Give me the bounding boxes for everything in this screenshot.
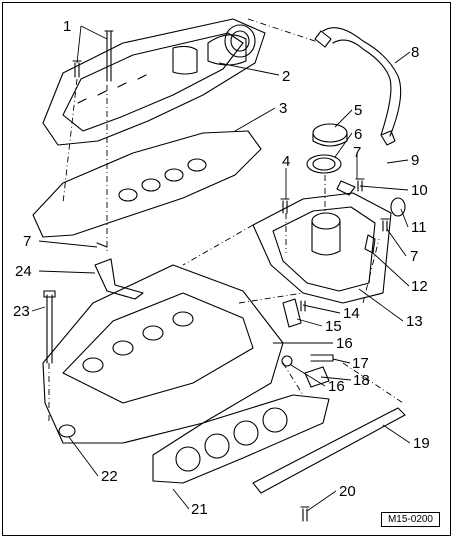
callout-17: 17: [352, 355, 369, 372]
callout-4: 4: [282, 153, 290, 170]
rail-19: [252, 407, 406, 494]
callout-7-top: 7: [353, 144, 361, 161]
callout-6: 6: [354, 126, 362, 143]
callout-16-lower: 16: [328, 378, 345, 395]
callout-8: 8: [411, 44, 419, 61]
callout-9: 9: [411, 152, 419, 169]
callout-12: 12: [411, 278, 428, 295]
callout-1: 1: [63, 18, 71, 35]
hose: [314, 27, 402, 146]
callout-10: 10: [411, 182, 428, 199]
bracket-24: [94, 258, 144, 300]
oil-filler-cap: [306, 123, 348, 174]
callout-7-right: 7: [410, 248, 418, 265]
callout-18: 18: [353, 372, 370, 389]
callout-24: 24: [15, 263, 32, 280]
leader-lines: [31, 25, 411, 512]
cylinder-head: [42, 264, 284, 444]
callout-3: 3: [279, 100, 287, 117]
bolt-23: [43, 290, 56, 364]
callout-5: 5: [354, 102, 362, 119]
callout-21: 21: [191, 501, 208, 518]
timing-cover: [252, 192, 392, 304]
callout-23: 23: [13, 303, 30, 320]
gasket: [32, 130, 262, 238]
callout-20: 20: [339, 483, 356, 500]
callout-22: 22: [101, 468, 118, 485]
head-gasket: [152, 394, 330, 484]
reference-code: M15-0200: [380, 512, 440, 527]
callout-13: 13: [406, 313, 423, 330]
callout-19: 19: [413, 435, 430, 452]
center-lines: [48, 18, 404, 423]
small-parts: [96, 178, 406, 522]
callout-11: 11: [411, 219, 427, 236]
callout-2: 2: [282, 68, 290, 85]
callout-7-left: 7: [23, 233, 31, 250]
diagram-canvas: 1 2 3 4 5 6 7 8 9 10 11 7 12 13 14 15 16…: [13, 18, 430, 522]
callout-labels: 1 2 3 4 5 6 7 8 9 10 11 7 12 13 14 15 16…: [13, 18, 430, 518]
callout-16-upper: 16: [336, 335, 353, 352]
callout-14: 14: [343, 305, 360, 322]
callout-15: 15: [325, 318, 342, 335]
